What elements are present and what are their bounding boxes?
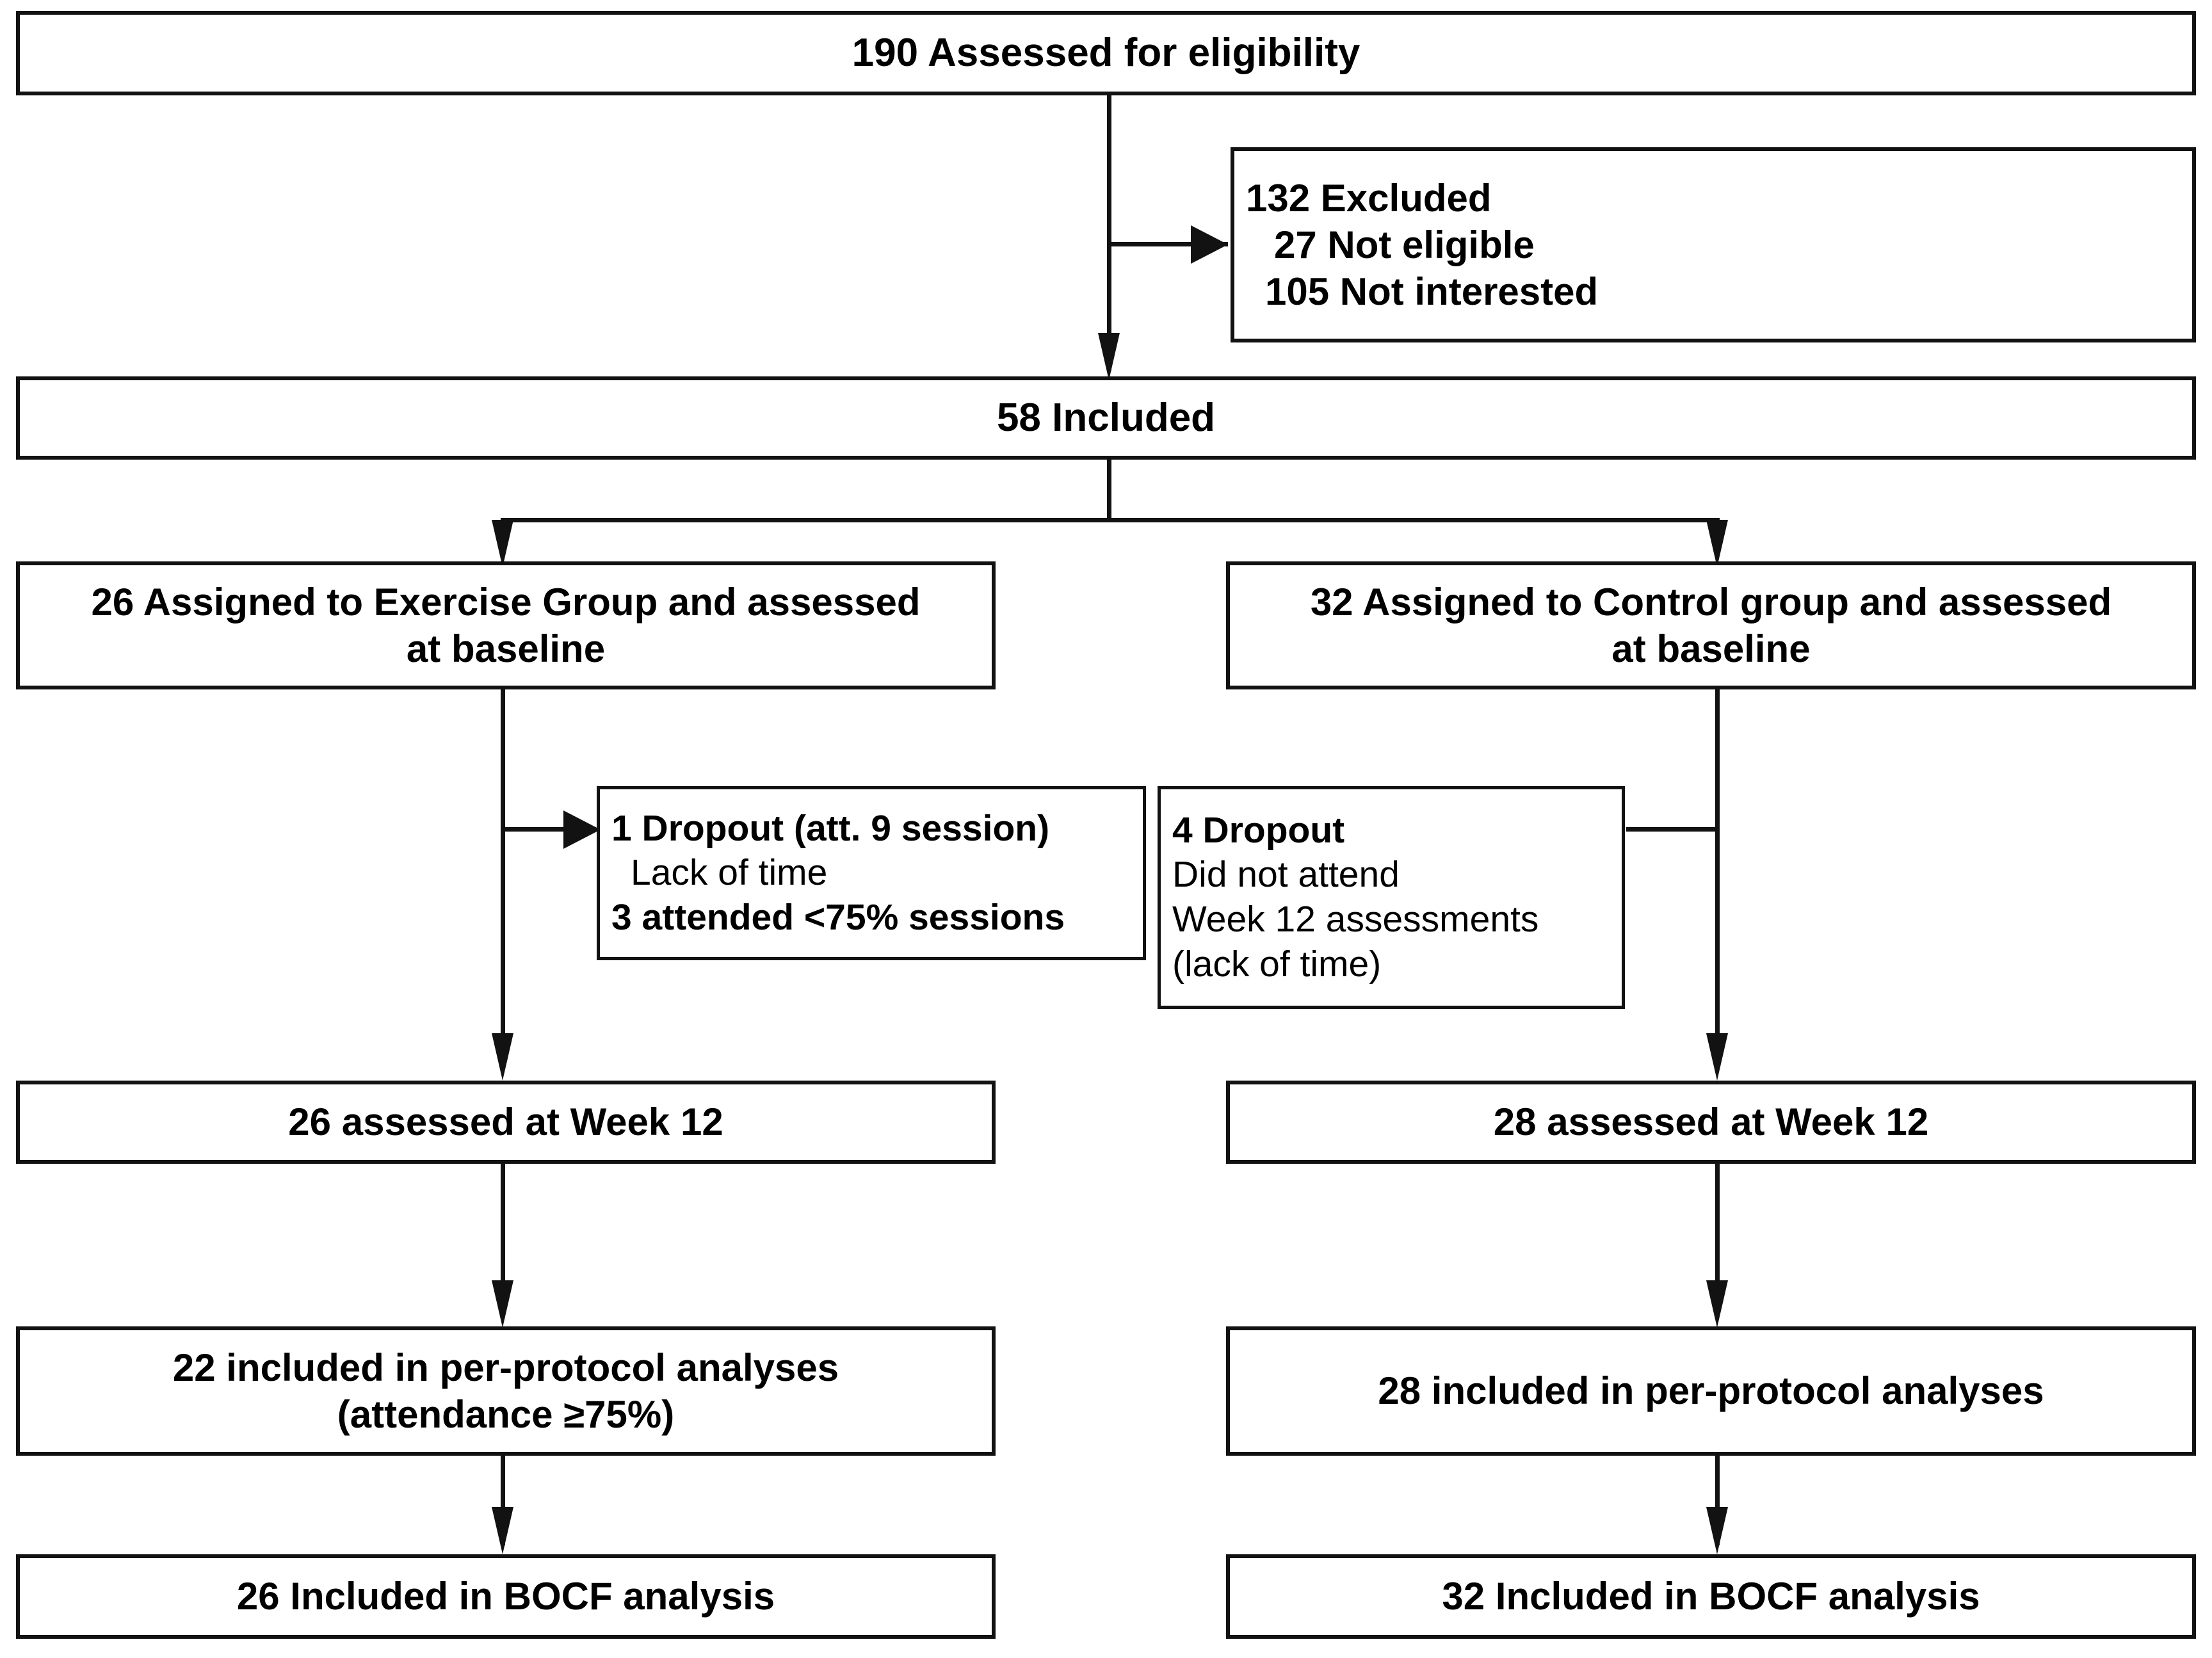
arrow-to-exercise-dropout-icon bbox=[563, 810, 601, 849]
control-assigned-line2: at baseline bbox=[1611, 627, 1811, 670]
connector-allocation-split-bar bbox=[501, 518, 1720, 522]
arrow-to-excluded-icon bbox=[1191, 225, 1228, 264]
node-excluded: 132 Excluded 27 Not eligible 105 Not int… bbox=[1231, 147, 2196, 342]
connector-exercise-pp-to-bocf bbox=[501, 1456, 505, 1545]
node-exercise-bocf: 26 Included in BOCF analysis bbox=[16, 1554, 996, 1639]
arrow-to-exercise-group-icon bbox=[492, 520, 513, 567]
connector-included-stem bbox=[1107, 460, 1111, 522]
control-dropout-line3: Week 12 assessments bbox=[1172, 899, 1539, 940]
arrow-exercise-to-week12-icon bbox=[492, 1033, 513, 1081]
excluded-reason-not-interested: 105 Not interested bbox=[1265, 270, 1599, 314]
included-label: 58 Included bbox=[996, 396, 1216, 440]
exercise-dropout-line2: Lack of time bbox=[631, 852, 828, 894]
connector-control-assigned-to-week12 bbox=[1715, 689, 1720, 1067]
assessed-label: 190 Assessed for eligibility bbox=[852, 31, 1360, 76]
control-bocf-label: 32 Included in BOCF analysis bbox=[1442, 1575, 1980, 1618]
exercise-pp-line1: 22 included in per-protocol analyses bbox=[172, 1346, 839, 1389]
control-dropout-line1: 4 Dropout bbox=[1172, 809, 1345, 851]
exercise-week12-label: 26 assessed at Week 12 bbox=[288, 1100, 723, 1144]
connector-assessed-to-included bbox=[1107, 95, 1111, 371]
exercise-assigned-line1: 26 Assigned to Exercise Group and assess… bbox=[91, 580, 921, 624]
exercise-pp-line2: (attendance ≥75%) bbox=[337, 1393, 675, 1436]
arrow-control-week12-to-pp-icon bbox=[1706, 1280, 1728, 1328]
node-control-dropout: 4 Dropout Did not attend Week 12 assessm… bbox=[1158, 786, 1625, 1009]
node-exercise-per-protocol: 22 included in per-protocol analyses (at… bbox=[16, 1326, 996, 1456]
connector-control-to-dropout bbox=[1626, 827, 1719, 832]
exercise-bocf-label: 26 Included in BOCF analysis bbox=[236, 1575, 775, 1618]
arrow-exercise-pp-to-bocf-icon bbox=[492, 1507, 513, 1554]
excluded-heading: 132 Excluded bbox=[1246, 176, 1492, 220]
control-pp-line1: 28 included in per-protocol analyses bbox=[1378, 1369, 2044, 1413]
node-assessed-for-eligibility: 190 Assessed for eligibility bbox=[16, 11, 2196, 95]
node-control-assigned: 32 Assigned to Control group and assesse… bbox=[1226, 561, 2196, 689]
excluded-reason-not-eligible: 27 Not eligible bbox=[1274, 223, 1535, 266]
node-exercise-week12: 26 assessed at Week 12 bbox=[16, 1081, 996, 1164]
node-control-week12: 28 assessed at Week 12 bbox=[1226, 1081, 2196, 1164]
control-assigned-line1: 32 Assigned to Control group and assesse… bbox=[1310, 580, 2112, 624]
control-dropout-line2: Did not attend bbox=[1172, 854, 1400, 896]
node-exercise-assigned: 26 Assigned to Exercise Group and assess… bbox=[16, 561, 996, 689]
exercise-dropout-line1: 1 Dropout (att. 9 session) bbox=[611, 807, 1050, 849]
exercise-assigned-line2: at baseline bbox=[406, 627, 606, 670]
arrow-control-pp-to-bocf-icon bbox=[1706, 1507, 1728, 1554]
control-dropout-line4: (lack of time) bbox=[1172, 943, 1382, 985]
node-control-bocf: 32 Included in BOCF analysis bbox=[1226, 1554, 2196, 1639]
connector-assessed-to-excluded bbox=[1110, 242, 1228, 246]
connector-control-pp-to-bocf bbox=[1715, 1456, 1720, 1545]
control-week12-label: 28 assessed at Week 12 bbox=[1493, 1100, 1929, 1144]
connector-exercise-to-dropout bbox=[503, 827, 596, 832]
arrow-exercise-week12-to-pp-icon bbox=[492, 1280, 513, 1328]
arrow-control-to-week12-icon bbox=[1706, 1033, 1728, 1081]
node-included: 58 Included bbox=[16, 376, 2196, 460]
arrow-assessed-to-included-icon bbox=[1098, 333, 1120, 380]
arrow-to-control-group-icon bbox=[1706, 520, 1728, 567]
connector-exercise-assigned-to-week12 bbox=[501, 689, 505, 1067]
connector-control-week12-to-pp bbox=[1715, 1164, 1720, 1308]
connector-exercise-week12-to-pp bbox=[501, 1164, 505, 1308]
node-exercise-dropout: 1 Dropout (att. 9 session) Lack of time … bbox=[597, 786, 1146, 960]
exercise-dropout-line3: 3 attended <75% sessions bbox=[611, 896, 1065, 938]
node-control-per-protocol: 28 included in per-protocol analyses bbox=[1226, 1326, 2196, 1456]
